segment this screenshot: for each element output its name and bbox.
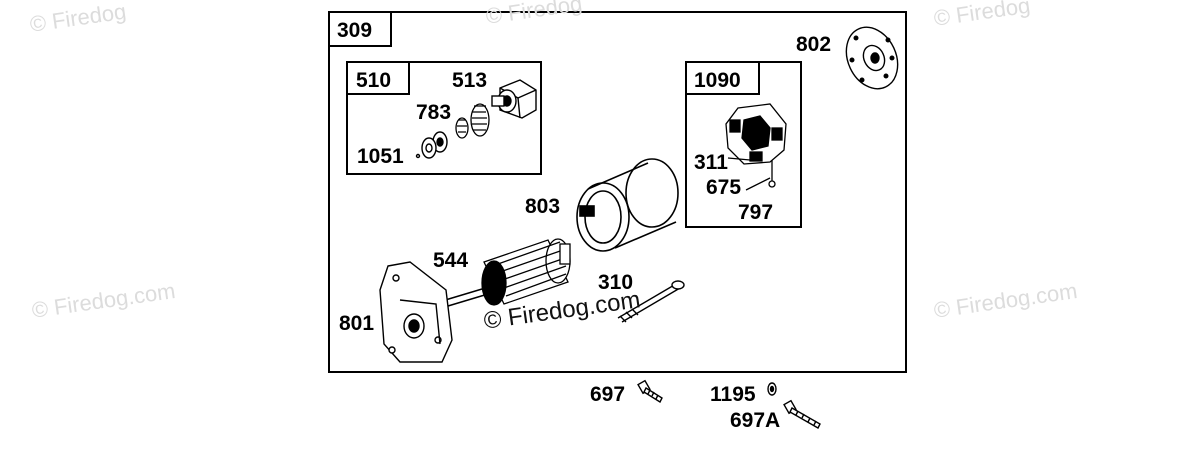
label-1051: 1051 <box>357 145 404 168</box>
washer-1195-drawing <box>767 382 777 396</box>
label-1090: 1090 <box>694 69 741 92</box>
label-1195: 1195 <box>710 383 756 406</box>
kit-510-frame <box>346 61 542 175</box>
assembly-309-frame <box>328 11 907 373</box>
label-510: 510 <box>356 69 392 92</box>
through-bolt-310-drawing <box>617 280 685 323</box>
label-783: 783 <box>416 101 452 124</box>
label-675: 675 <box>706 176 742 199</box>
label-802: 802 <box>796 33 832 56</box>
label-797: 797 <box>738 201 774 224</box>
end-cap-802-drawing <box>845 26 899 90</box>
label-697a: 697A <box>730 409 781 432</box>
spring-783-drawing <box>455 103 490 139</box>
kit-510-label-box <box>346 61 410 95</box>
bracket-801-drawing <box>379 261 453 363</box>
label-803: 803 <box>525 195 561 218</box>
screw-697-drawing <box>637 379 663 404</box>
housing-803-drawing <box>576 158 679 252</box>
screw-697a-drawing <box>783 399 821 429</box>
label-697: 697 <box>590 383 626 406</box>
kit-1090-label-box <box>685 61 760 95</box>
label-311: 311 <box>694 151 728 174</box>
label-513: 513 <box>452 69 488 92</box>
assembly-309-label-box <box>328 11 392 47</box>
label-801: 801 <box>339 312 375 335</box>
brush-plate-1090-drawing <box>725 103 787 191</box>
label-544: 544 <box>433 249 469 272</box>
label-310: 310 <box>598 271 634 294</box>
label-309: 309 <box>337 19 373 42</box>
retainer-1051-drawing <box>415 131 448 159</box>
pinion-513-drawing <box>491 79 537 119</box>
armature-544-drawing <box>436 238 571 309</box>
